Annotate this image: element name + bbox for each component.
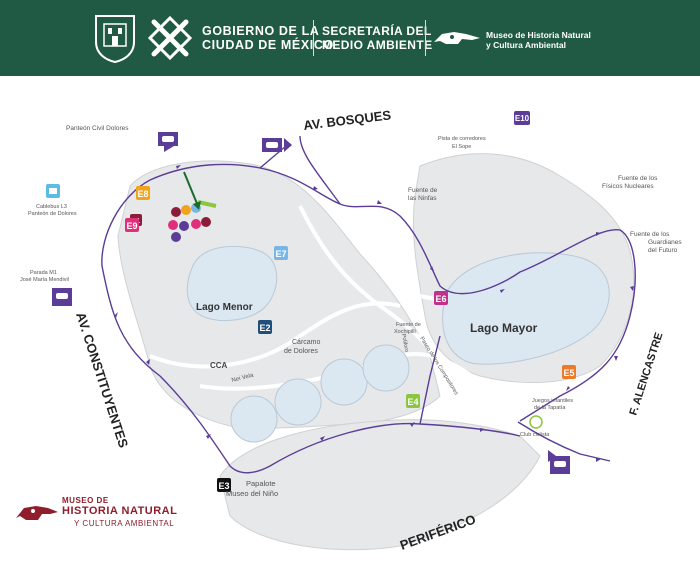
av-bosques-label: AV. BOSQUES [303, 107, 393, 133]
route-arrows [114, 165, 634, 462]
guardianes-label: Fuente de los [630, 231, 670, 238]
entrance-e5-bg [562, 365, 576, 379]
guardianes-label-3: del Futuro [648, 247, 678, 254]
ninfas-label: Fuente de [408, 187, 438, 194]
alencastre-label: F. ALENCASTRE [627, 331, 665, 417]
entrance-e7-bg [274, 246, 288, 260]
gobierno-logo-text: GOBIERNO DE LA CIUDAD DE MÉXICO [202, 24, 334, 52]
entrance-e4-bg [406, 394, 420, 408]
entrance-e4-badge[interactable]: E4 [406, 394, 420, 408]
entrance-e2-label: E2 [259, 323, 270, 333]
secretaria-line2: MEDIO AMBIENTE [322, 38, 433, 52]
ninfas-label-2: las Ninfas [408, 195, 437, 202]
museo-header-line1: Museo de Historia Natural [486, 30, 591, 40]
route-line [101, 135, 636, 474]
parking-car-icon[interactable] [52, 288, 72, 306]
lago-menor-water [186, 245, 278, 322]
entrance-e8-bg [136, 186, 150, 200]
entrance-badges: E1 E2 E3 E4 E5 E6 E7 E8 E9 E10 [125, 111, 576, 492]
cca-label: CCA [210, 361, 228, 370]
parking-car-icon[interactable] [548, 450, 570, 474]
header-divider [425, 20, 426, 56]
header-divider [313, 20, 314, 56]
parada-label: Parada M1 [30, 270, 57, 276]
entrance-e2-badge[interactable]: E2 [258, 320, 272, 334]
cablebus-icon [46, 184, 60, 198]
parking-car-icon[interactable] [158, 132, 178, 152]
entrance-e10-label: E10 [515, 114, 530, 123]
entrance-e9-bg [125, 218, 139, 232]
juegos-label-2: de la Tapatía [534, 405, 566, 411]
gobierno-line2: CIUDAD DE MÉXICO [202, 38, 334, 52]
xochipilli-label-2: Xochipilli [394, 329, 416, 335]
museo-arrow [183, 171, 199, 207]
entrance-e6-badge[interactable]: E6 [434, 291, 448, 305]
entrance-e5-label: E5 [563, 368, 574, 378]
club-label: Club ciclista [520, 432, 550, 438]
dinosaur-skull-icon [16, 506, 58, 520]
carcamo-basins [230, 344, 410, 443]
header-bar: GOBIERNO DE LA CIUDAD DE MÉXICO SECRETAR… [0, 0, 700, 76]
entrance-e7-label: E7 [275, 249, 286, 259]
bike-icon [529, 415, 543, 429]
entrance-e9-label: E9 [126, 221, 137, 231]
cablebus-label: Cablebus L3 [36, 204, 67, 210]
panteon-label: Panteón Civil Dolores [66, 125, 129, 132]
museo-footer-logo: MUSEO DE HISTORIA NATURAL Y CULTURA AMBI… [14, 496, 204, 532]
entrance-e10-badge[interactable]: E10 [514, 111, 530, 125]
xochipilli-label: Fuente de [396, 322, 421, 328]
museo-domes [168, 200, 217, 242]
entrance-e9-badge[interactable]: E9 [125, 218, 139, 232]
entrance-e3-badge[interactable]: E3 [217, 478, 231, 492]
museo-footer-line1: MUSEO DE [62, 496, 109, 505]
entrance-e5-badge[interactable]: E5 [562, 365, 576, 379]
guardianes-label-2: Guardianes [648, 239, 682, 246]
papalote-area [219, 419, 541, 551]
entrance-e3-bg [217, 478, 231, 492]
entrance-e3-label: E3 [218, 481, 229, 491]
fisicos-label: Fuente de los [618, 175, 658, 182]
carcamo-label: Cárcamo [292, 339, 321, 346]
secretaria-logo-text: SECRETARÍA DEL MEDIO AMBIENTE [322, 24, 433, 52]
parada-label-2: José María Mendivil [20, 277, 69, 283]
entrance-e8-badge[interactable]: E8 [136, 186, 150, 200]
museo-arrowhead [193, 201, 201, 210]
museo-footer-line2: HISTORIA NATURAL [62, 505, 178, 517]
parking-car-icon[interactable] [262, 138, 292, 152]
entrance-e2-bg [258, 320, 272, 334]
papalote-label-2: Museo del Niño [226, 489, 278, 498]
cablebus-label-2: Panteón de Dolores [28, 211, 77, 217]
museo-header-text: Museo de Historia Natural y Cultura Ambi… [486, 30, 591, 50]
carcamo-label-2: de Dolores [284, 348, 318, 355]
park-map: E1 E2 E3 E4 E5 E6 E7 E8 E9 E10 Panteón C… [20, 107, 682, 553]
cdmx-coat-of-arms-icon [95, 15, 135, 64]
entrance-e10-bg [514, 111, 530, 125]
fisicos-label-2: Físicos Nucleares [602, 183, 654, 190]
poliforo-label: Poliforo [400, 333, 409, 352]
nei-vela-label: Nei Vela [231, 373, 255, 384]
entrance-e6-bg [434, 291, 448, 305]
gobierno-line1: GOBIERNO DE LA [202, 24, 320, 38]
dinosaur-skull-icon [434, 32, 480, 44]
entrance-e7-badge[interactable]: E7 [274, 246, 288, 260]
secretaria-line1: SECRETARÍA DEL [322, 24, 432, 38]
museo-footer-line3: Y CULTURA AMBIENTAL [74, 519, 175, 528]
papalote-label: Papalote [246, 479, 276, 488]
av-constituyentes-label: AV. CONSTITUYENTES [73, 310, 131, 450]
museo-header-line2: y Cultura Ambiental [486, 40, 566, 50]
entrance-e8-label: E8 [137, 189, 148, 199]
lago-menor-label: Lago Menor [196, 302, 253, 313]
lago-mayor-water [442, 252, 610, 365]
juegos-label: Juegos infantiles [532, 398, 573, 404]
cdmx-logo-icon [148, 16, 192, 60]
lago-mayor-label: Lago Mayor [470, 321, 538, 335]
entrance-e4-label: E4 [407, 397, 418, 407]
pista-label-2: El Sope [452, 144, 471, 150]
pista-label: Pista de corredores [438, 136, 486, 142]
entrance-e6-label: E6 [435, 294, 446, 304]
